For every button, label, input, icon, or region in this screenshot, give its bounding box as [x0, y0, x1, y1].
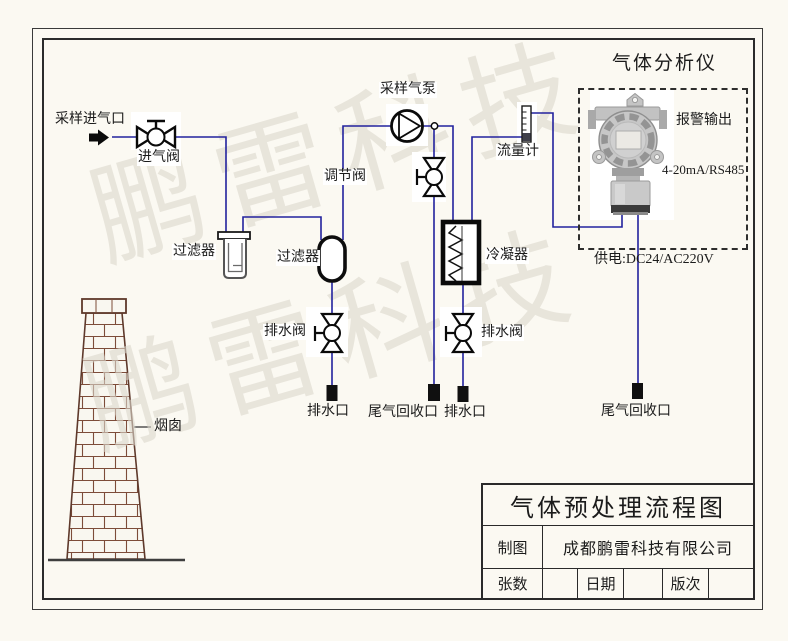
- title-block: 气体预处理流程图 制图 成都鹏雷科技有限公司 张数 日期 版次: [481, 483, 755, 600]
- pump-label: 采样气泵: [379, 82, 437, 99]
- filter-top-label: 过滤器: [172, 244, 216, 261]
- signal-type-label: 4-20mA/RS485: [662, 162, 745, 177]
- power-supply-label: 供电:DC24/AC220V: [594, 252, 714, 267]
- date-label: 日期: [578, 569, 624, 598]
- sheets-value-cell: [543, 569, 578, 598]
- date-value-cell: [624, 569, 663, 598]
- alarm-output-label: 报警输出: [676, 113, 732, 128]
- drain-valve-right-label: 排水阀: [480, 325, 524, 342]
- drain-port-left-label: 排水口: [307, 404, 349, 419]
- inner-border-frame: [42, 38, 755, 600]
- version-label: 版次: [663, 569, 709, 598]
- outer-border-frame: [32, 28, 763, 610]
- flow-meter-label: 流量计: [496, 144, 540, 161]
- regulating-valve-label: 调节阀: [323, 169, 367, 186]
- analyzer-tail-gas-port-label: 尾气回收口: [601, 404, 671, 419]
- analyzer-dashed-box: [578, 88, 748, 250]
- drain-valve-left-label: 排水阀: [263, 324, 307, 341]
- version-value-cell: [709, 569, 753, 598]
- sheets-label: 张数: [483, 569, 543, 598]
- chimney-label: 烟囱: [154, 419, 182, 434]
- title-block-row-meta: 张数 日期 版次: [483, 569, 753, 598]
- analyzer-title: 气体分析仪: [612, 53, 718, 74]
- drawn-by-label: 制图: [483, 526, 543, 568]
- company-name: 成都鹏雷科技有限公司: [562, 541, 733, 558]
- title-block-row-company: 制图 成都鹏雷科技有限公司: [483, 526, 753, 569]
- condenser-label: 冷凝器: [485, 248, 529, 265]
- drawing-title: 气体预处理流程图: [483, 485, 753, 526]
- sampling-inlet-label: 采样进气口: [55, 112, 125, 127]
- tail-gas-port-mid-label: 尾气回收口: [368, 405, 438, 420]
- filter-mid-label: 过滤器: [276, 250, 320, 267]
- inlet-valve-label: 进气阀: [137, 150, 181, 167]
- drain-port-right-label: 排水口: [444, 405, 486, 420]
